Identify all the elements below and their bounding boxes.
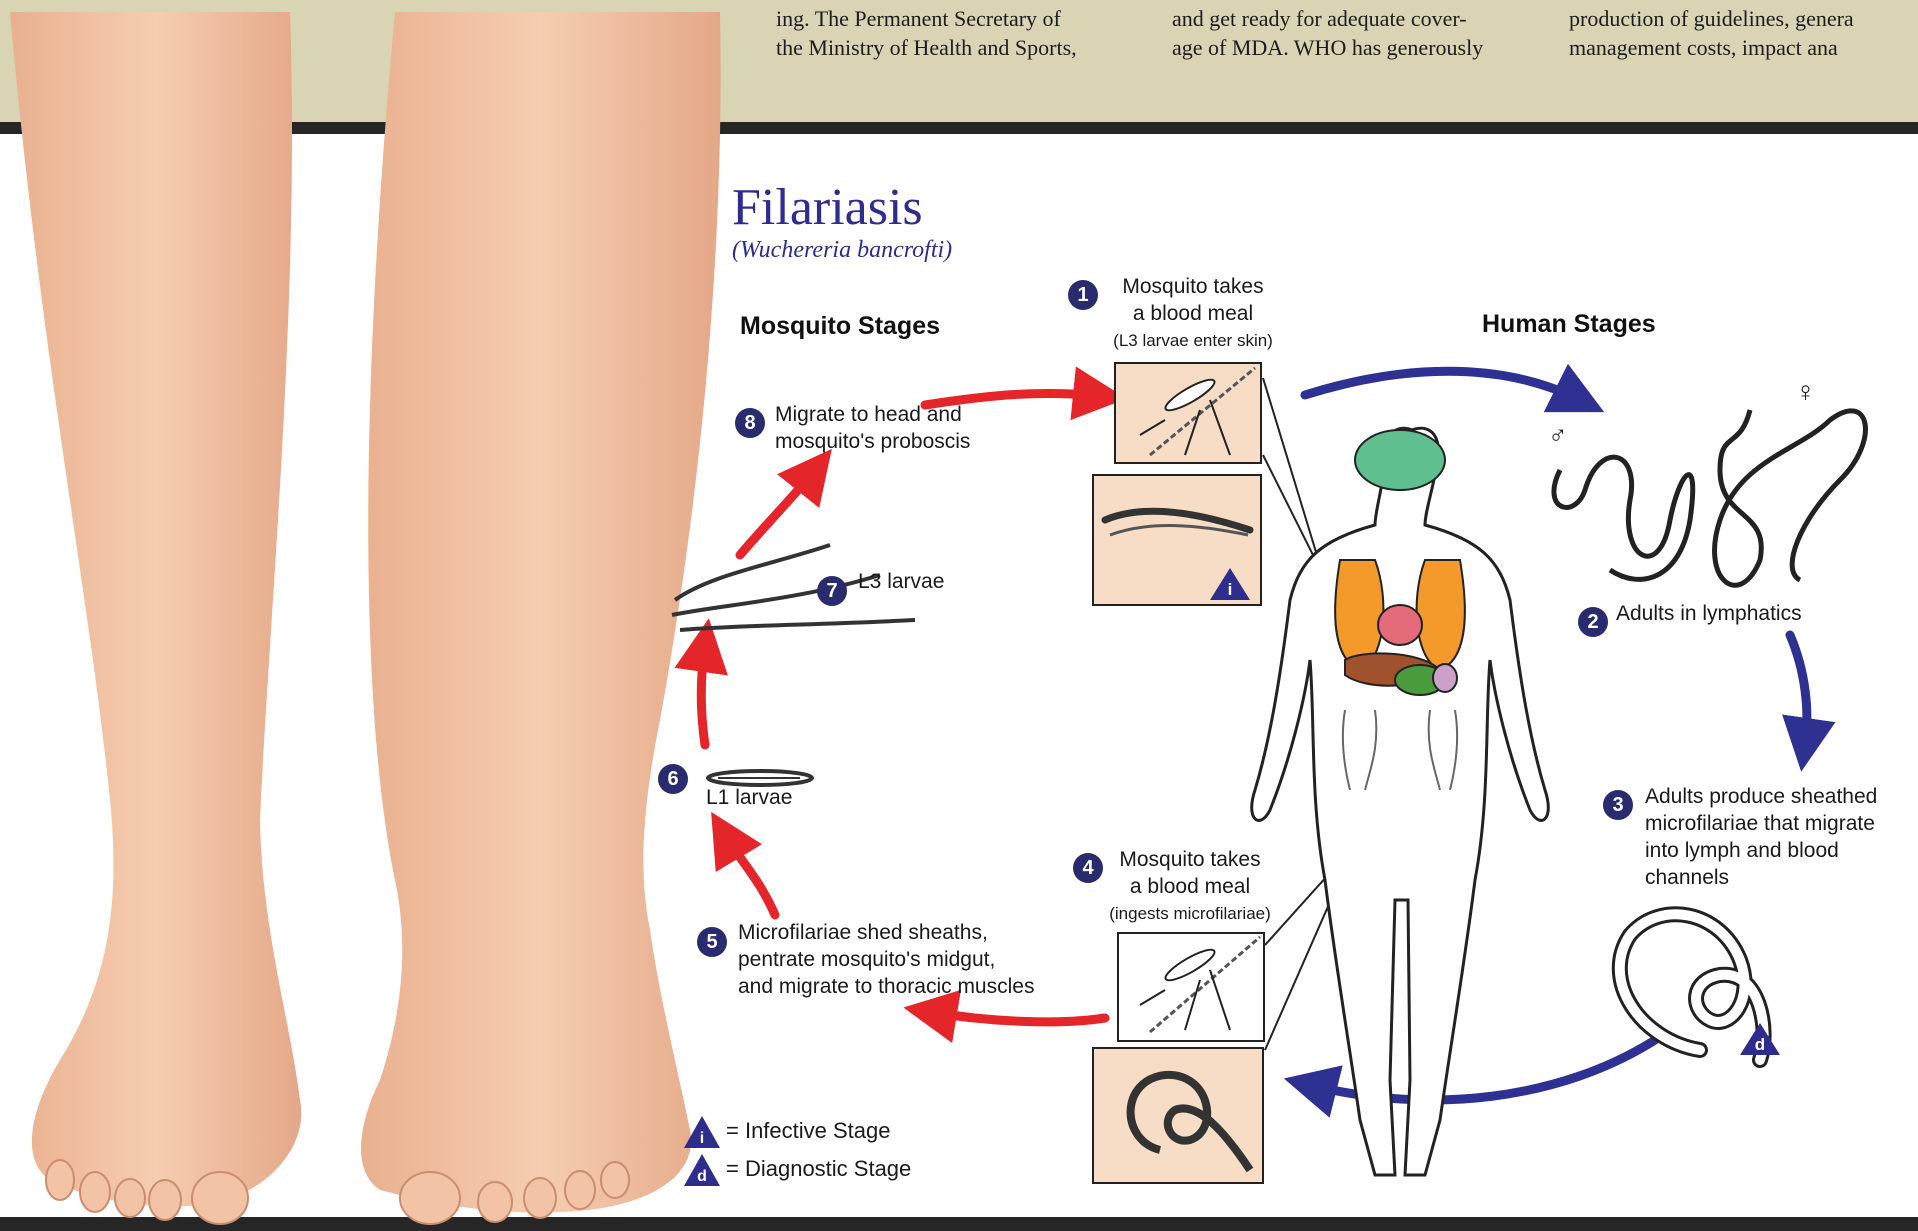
label-line: Mosquito takes: [1093, 273, 1293, 300]
label-line: and migrate to thoracic muscles: [738, 973, 1034, 1000]
step-3-badge: 3: [1603, 790, 1633, 820]
step-3-label: Adults produce sheathed microfilariae th…: [1645, 783, 1877, 891]
brain: [1355, 430, 1445, 490]
legend-diagnostic-label: = Diagnostic Stage: [726, 1156, 911, 1182]
step-8-badge: 8: [735, 408, 765, 438]
arrow-7-to-8: [740, 470, 815, 555]
toe: [192, 1172, 248, 1224]
toe: [565, 1171, 595, 1209]
panel-mosquito-bite-1: [1115, 363, 1261, 463]
legend-infective-label: = Infective Stage: [726, 1118, 891, 1144]
label-line: L3 larvae: [858, 568, 944, 595]
human-stages-heading: Human Stages: [1482, 310, 1656, 339]
step-2-label: Adults in lymphatics: [1616, 600, 1802, 627]
label-line: Mosquito takes: [1090, 846, 1290, 873]
step-1-label: Mosquito takes a blood meal (L3 larvae e…: [1093, 273, 1293, 354]
female-worm: [1715, 410, 1866, 585]
l1-larvae-drawing: [708, 771, 812, 785]
connector: [1263, 378, 1323, 575]
step-5-badge: 5: [697, 927, 727, 957]
arrow-5-to-6: [725, 835, 775, 915]
label-line: mosquito's proboscis: [775, 428, 970, 455]
label-line: Migrate to head and: [775, 401, 970, 428]
label-line: a blood meal: [1093, 300, 1293, 327]
label-line: pentrate mosquito's midgut,: [738, 946, 1034, 973]
male-worm: [1554, 457, 1693, 579]
male-symbol-icon: ♂: [1548, 422, 1568, 449]
kidney: [1433, 664, 1457, 692]
left-leg: [10, 12, 301, 1206]
arrow-1-to-2: [1305, 371, 1580, 400]
svg-text:i: i: [1228, 580, 1233, 599]
svg-text:d: d: [1755, 1035, 1765, 1054]
toe: [80, 1172, 110, 1212]
label-line: microfilariae that migrate: [1645, 810, 1877, 837]
toe: [478, 1182, 512, 1222]
label-note: (L3 larvae enter skin): [1093, 327, 1293, 354]
panel-mosquito-bite-4: [1118, 933, 1264, 1041]
label-line: Adults produce sheathed: [1645, 783, 1877, 810]
arrow-2-to-3: [1790, 635, 1807, 745]
swollen-legs-photo: [10, 12, 721, 1224]
label-line: Adults in lymphatics: [1616, 600, 1802, 627]
step-6-label: L1 larvae: [706, 784, 792, 811]
step-7-label: L3 larvae: [858, 568, 944, 595]
label-line: channels: [1645, 864, 1877, 891]
toe: [46, 1160, 74, 1200]
label-line: L1 larvae: [706, 784, 792, 811]
label-note: (ingests microfilariae): [1090, 900, 1290, 927]
label-line: a blood meal: [1090, 873, 1290, 900]
step-4-label: Mosquito takes a blood meal (ingests mic…: [1090, 846, 1290, 927]
step-8-label: Migrate to head and mosquito's proboscis: [775, 401, 970, 455]
heart: [1378, 605, 1422, 645]
label-line: into lymph and blood: [1645, 837, 1877, 864]
mosquito-stages-heading: Mosquito Stages: [740, 312, 940, 341]
arrow-4-to-5: [930, 1012, 1105, 1022]
step-7-badge: 7: [817, 576, 847, 606]
panel-microfilaria: [1093, 1048, 1263, 1183]
female-symbol-icon: ♀: [1795, 378, 1816, 405]
step-2-badge: 2: [1578, 607, 1608, 637]
svg-text:i: i: [700, 1130, 704, 1147]
sheathed-microfilaria: [1620, 914, 1764, 1060]
human-body-figure: [1252, 428, 1549, 1175]
toe: [115, 1179, 145, 1217]
toe: [149, 1180, 181, 1220]
toe: [524, 1178, 556, 1218]
label-line: Microfilariae shed sheaths,: [738, 919, 1034, 946]
legend-diagnostic-icon: d: [684, 1154, 720, 1186]
svg-text:d: d: [697, 1168, 707, 1185]
diagram-subtitle: (Wuchereria bancrofti): [732, 237, 952, 264]
arrow-6-to-7: [701, 645, 705, 745]
step-6-badge: 6: [658, 764, 688, 794]
adult-worms: [1554, 410, 1866, 585]
toe: [601, 1162, 629, 1198]
toe: [400, 1172, 460, 1224]
diagnostic-stage-symbol: d: [1740, 1023, 1780, 1055]
step-5-label: Microfilariae shed sheaths, pentrate mos…: [738, 919, 1034, 1000]
diagram-title: Filariasis: [732, 178, 923, 237]
right-leg: [361, 12, 721, 1212]
